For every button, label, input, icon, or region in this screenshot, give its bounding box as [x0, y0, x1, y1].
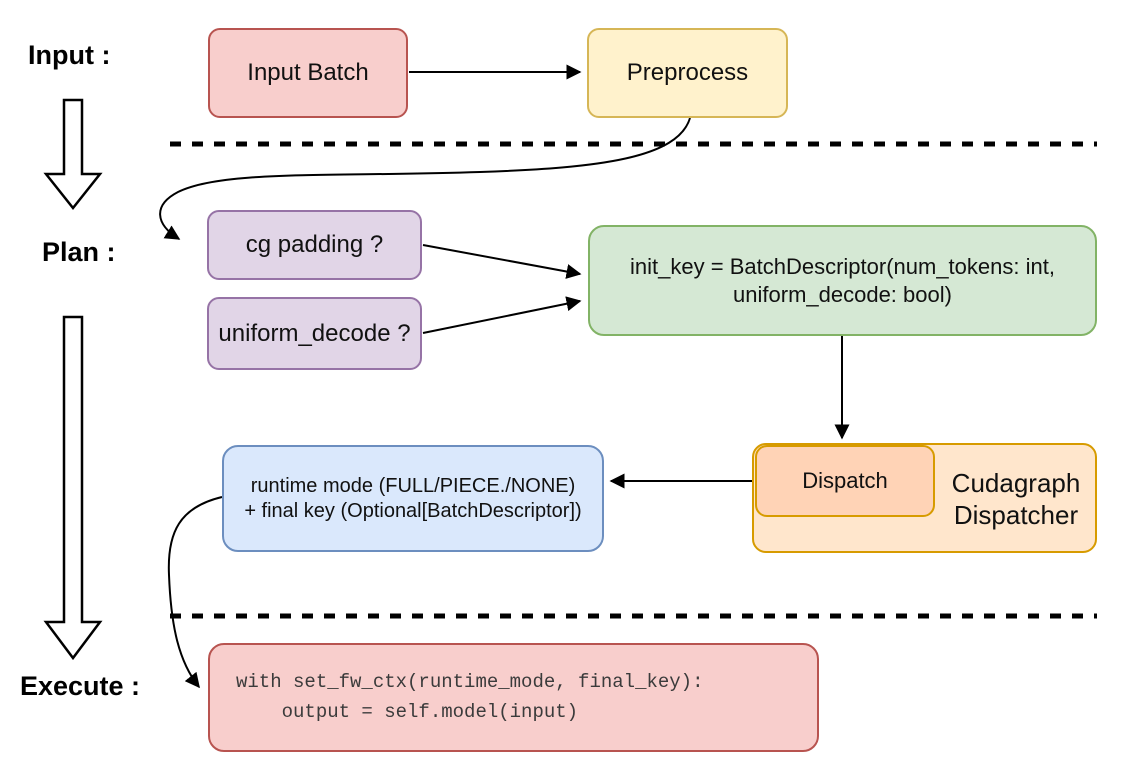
node-runtime-result-line1: runtime mode (FULL/PIECE./NONE)	[250, 474, 576, 497]
node-cg-padding-label: cg padding ?	[245, 231, 384, 258]
node-input-batch-label: Input Batch	[247, 59, 369, 86]
stage-arrow-input-to-plan-icon	[43, 98, 103, 211]
node-dispatch-label: Dispatch	[802, 468, 888, 494]
node-preprocess: Preprocess	[587, 28, 788, 118]
node-cg-padding: cg padding ?	[207, 210, 422, 280]
stage-label-execute: Execute :	[20, 671, 141, 701]
execute-code-line1: with set_fw_ctx(runtime_mode, final_key)…	[236, 671, 704, 694]
node-uniform-decode: uniform_decode ?	[207, 297, 422, 370]
node-execute-code: with set_fw_ctx(runtime_mode, final_key)…	[208, 643, 819, 752]
node-init-key: init_key = BatchDescriptor(num_tokens: i…	[588, 225, 1097, 336]
stage-arrow-plan-to-execute-icon	[43, 315, 103, 661]
arrow-cgpadding-to-initkey	[422, 244, 582, 279]
cudagraph-dispatcher-line1: Cudagraph	[951, 467, 1081, 498]
node-input-batch: Input Batch	[208, 28, 408, 118]
node-cudagraph-dispatcher-label: Cudagraph Dispatcher	[935, 458, 1097, 540]
node-init-key-line1: init_key = BatchDescriptor(num_tokens: i…	[630, 254, 1055, 279]
node-runtime-result-line2: + final key (Optional[BatchDescriptor])	[244, 499, 582, 522]
execute-code-line2: output = self.model(input)	[236, 700, 579, 723]
stage-label-input: Input :	[28, 40, 111, 70]
cudagraph-dispatcher-line2: Dispatcher	[953, 500, 1079, 530]
node-uniform-decode-label: uniform_decode ?	[218, 319, 411, 347]
node-preprocess-label: Preprocess	[626, 59, 749, 86]
node-dispatch: Dispatch	[755, 445, 935, 517]
node-runtime-result: runtime mode (FULL/PIECE./NONE) + final …	[222, 445, 604, 552]
stage-label-plan: Plan :	[42, 237, 116, 267]
node-init-key-line2: uniform_decode: bool)	[733, 281, 952, 307]
arrow-uniformdecode-to-initkey	[422, 296, 582, 334]
